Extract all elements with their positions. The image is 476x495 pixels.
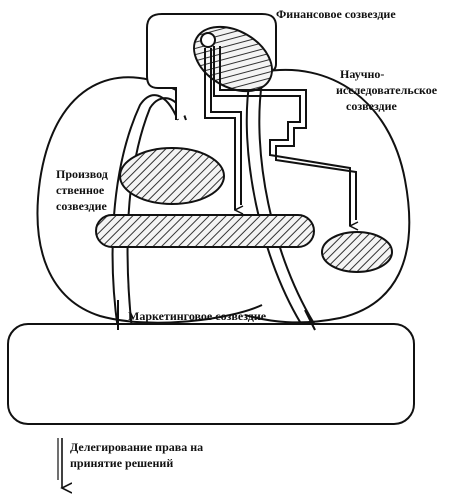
delegation-label-line2: принятие решений [70, 456, 173, 470]
marketing-bar [95, 214, 315, 248]
research-label-line3: созвездие [346, 99, 398, 113]
strand-into-box-right [304, 309, 316, 331]
right-inner-strand [245, 77, 306, 331]
financial-label: Финансовое созвездие [276, 7, 396, 21]
production-label-line2: ственное [56, 183, 105, 197]
financial-loop [200, 32, 216, 48]
left-inner-strand-2 [126, 97, 187, 331]
research-label-line1: Научно- [340, 67, 384, 81]
research-label-line2: исследовательское [336, 83, 438, 97]
left-inner-strand [111, 94, 179, 331]
decision-box [7, 323, 415, 425]
marketing-label: Маркетинговое созвездие [128, 309, 267, 323]
flow-left-arrow-inner [210, 48, 242, 205]
flow-left-arrow [204, 48, 235, 210]
research-ellipse [321, 231, 393, 273]
production-label-line3: созвездие [56, 199, 108, 213]
flow-right-arrow [213, 46, 350, 226]
right-inner-strand-2 [258, 81, 319, 331]
production-region-outline [36, 76, 263, 324]
flow-right-arrow-inner [219, 46, 357, 220]
delegation-label-line1: Делегирование права на [70, 440, 203, 454]
production-ellipse [119, 147, 225, 205]
research-region-outline [244, 68, 411, 324]
production-label-line1: Производ [56, 167, 108, 181]
